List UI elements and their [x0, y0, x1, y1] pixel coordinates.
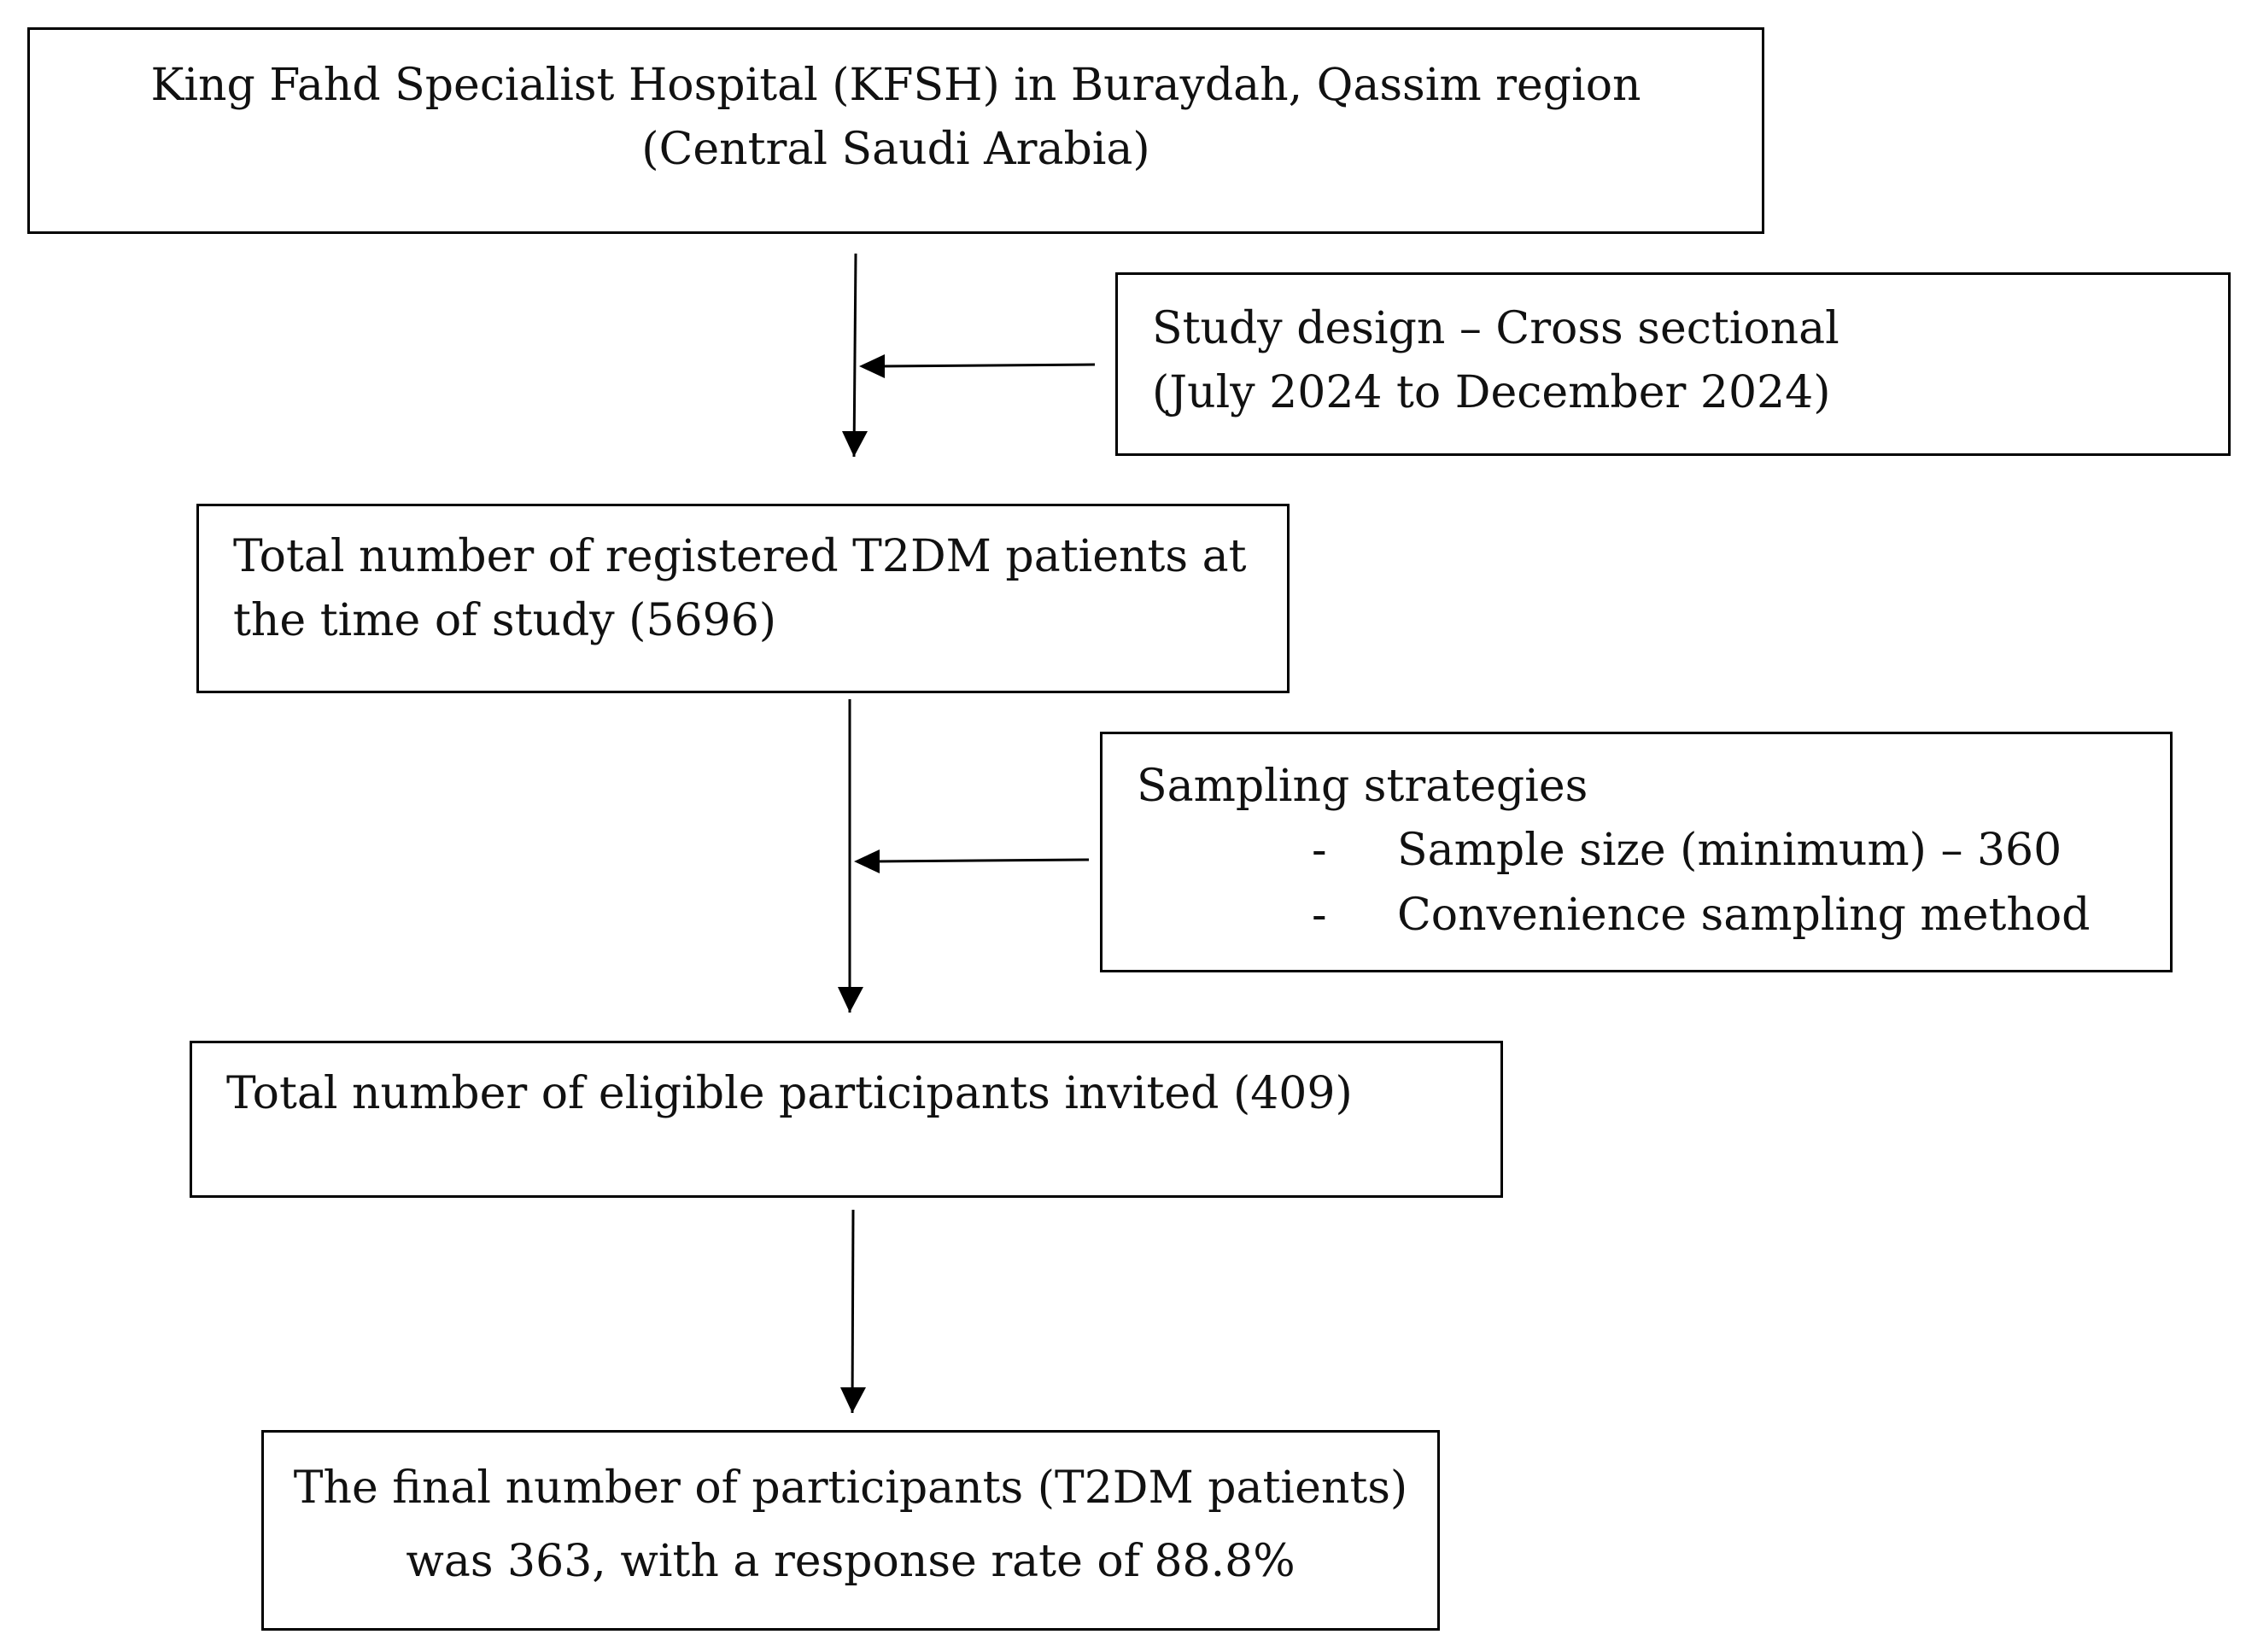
arrowhead-down	[838, 987, 863, 1013]
study-design-text: Study design – Cross sectional	[1152, 303, 1839, 354]
study-period-text: (July 2024 to December 2024)	[1152, 367, 1831, 419]
bullet-dash: -	[1312, 889, 1327, 941]
sample-size-text: Sample size (minimum) – 360	[1397, 825, 2062, 877]
arrow-hospital-to-registered	[852, 253, 857, 458]
arrow-eligible-to-final	[851, 1209, 855, 1414]
registered-patients-box: Total number of registered T2DM patients…	[196, 504, 1290, 693]
arrow-sampling-to-flow	[874, 858, 1090, 863]
eligible-text: Total number of eligible participants in…	[226, 1068, 1353, 1119]
hospital-region-text: (Central Saudi Arabia)	[641, 124, 1150, 176]
registered-text-line2: the time of study (5696)	[233, 595, 777, 647]
study-design-box: Study design – Cross sectional (July 202…	[1115, 272, 2231, 456]
registered-text-line1: Total number of registered T2DM patients…	[233, 531, 1247, 582]
arrowhead-left	[854, 849, 880, 873]
arrowhead-left	[859, 354, 885, 378]
hospital-name-text: King Fahd Specialist Hospital (KFSH) in …	[150, 60, 1641, 111]
sampling-strategies-box: Sampling strategies - Sample size (minim…	[1100, 732, 2173, 972]
sampling-bullet-item: - Convenience sampling method	[1137, 884, 2170, 948]
final-participants-box: The final number of participants (T2DM p…	[261, 1430, 1440, 1631]
bullet-dash: -	[1312, 825, 1327, 877]
final-text-line2: was 363, with a response rate of 88.8%	[406, 1536, 1296, 1588]
sampling-method-text: Convenience sampling method	[1397, 889, 2091, 941]
arrow-design-to-flow	[879, 363, 1096, 368]
final-text-line1: The final number of participants (T2DM p…	[293, 1462, 1408, 1514]
arrowhead-down	[842, 431, 868, 457]
sampling-title: Sampling strategies	[1137, 761, 1588, 812]
arrowhead-down	[840, 1387, 866, 1413]
sampling-bullet-item: - Sample size (minimum) – 360	[1137, 819, 2170, 883]
eligible-participants-box: Total number of eligible participants in…	[190, 1041, 1503, 1198]
hospital-box: King Fahd Specialist Hospital (KFSH) in …	[27, 27, 1764, 234]
